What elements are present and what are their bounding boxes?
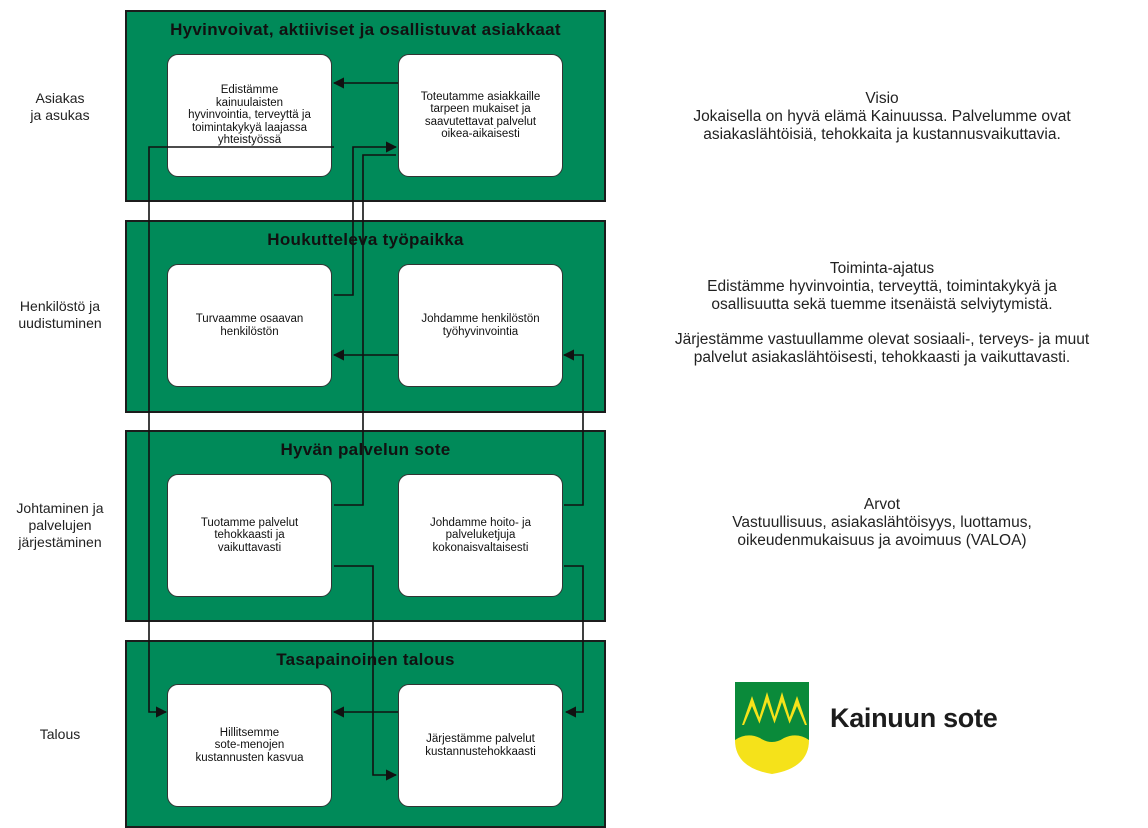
values-heading: Arvot [863, 496, 901, 513]
mission-text-2: Järjestämme vastuullamme olevat sosiaali… [674, 331, 1090, 366]
mission-heading: Toiminta-ajatus [829, 260, 935, 277]
band-title: Tasapainoinen talous [276, 650, 455, 669]
vision-block: Visio Jokaisella on hyvä elämä Kainuussa… [616, 90, 1148, 144]
goal-box-staff-wellbeing: Johdamme henkilöstön työhyvinvointia [398, 264, 563, 387]
spruce-tree-logo-icon [735, 682, 809, 774]
mission-text: Edistämme hyvinvointia, terveyttä, toimi… [707, 278, 1057, 313]
values-block: Arvot Vastuullisuus, asiakaslähtöisyys, … [616, 496, 1148, 550]
vision-text: Jokaisella on hyvä elämä Kainuussa. Palv… [693, 108, 1071, 143]
vision-heading: Visio [865, 90, 899, 107]
band-title: Hyvinvoivat, aktiiviset ja osallistuvat … [170, 20, 561, 39]
side-label-economy: Talous [39, 726, 81, 742]
side-label-customer: Asiakas ja asukas [30, 90, 90, 123]
goal-box-cost-efficiency: Järjestämme palvelut kustannustehokkaast… [398, 684, 563, 807]
mission-block: Toiminta-ajatus Edistämme hyvinvointia, … [616, 260, 1148, 367]
goal-box-competent-staff: Turvaamme osaavan henkilöstön [167, 264, 332, 387]
band-title: Houkutteleva työpaikka [267, 230, 464, 249]
side-label-staff: Henkilöstö ja uudistuminen [18, 298, 102, 331]
logo-text: Kainuun sote [830, 703, 998, 733]
goal-box-cost-control: Hillitsemme sote-menojen kustannusten ka… [167, 684, 332, 807]
goal-box-accessible-services: Toteutamme asiakkaille tarpeen mukaiset … [398, 54, 563, 177]
values-text: Vastuullisuus, asiakaslähtöisyys, luotta… [732, 514, 1032, 549]
goal-box-effective-production: Tuotamme palvelut tehokkaasti ja vaikutt… [167, 474, 332, 597]
goal-box-wellbeing: Edistämme kainuulaisten hyvinvointia, te… [167, 54, 332, 177]
goal-box-care-chains: Johdamme hoito- ja palveluketjuja kokona… [398, 474, 563, 597]
band-title: Hyvän palvelun sote [280, 440, 451, 459]
side-label-management: Johtaminen ja palvelujen järjestäminen [16, 500, 104, 550]
